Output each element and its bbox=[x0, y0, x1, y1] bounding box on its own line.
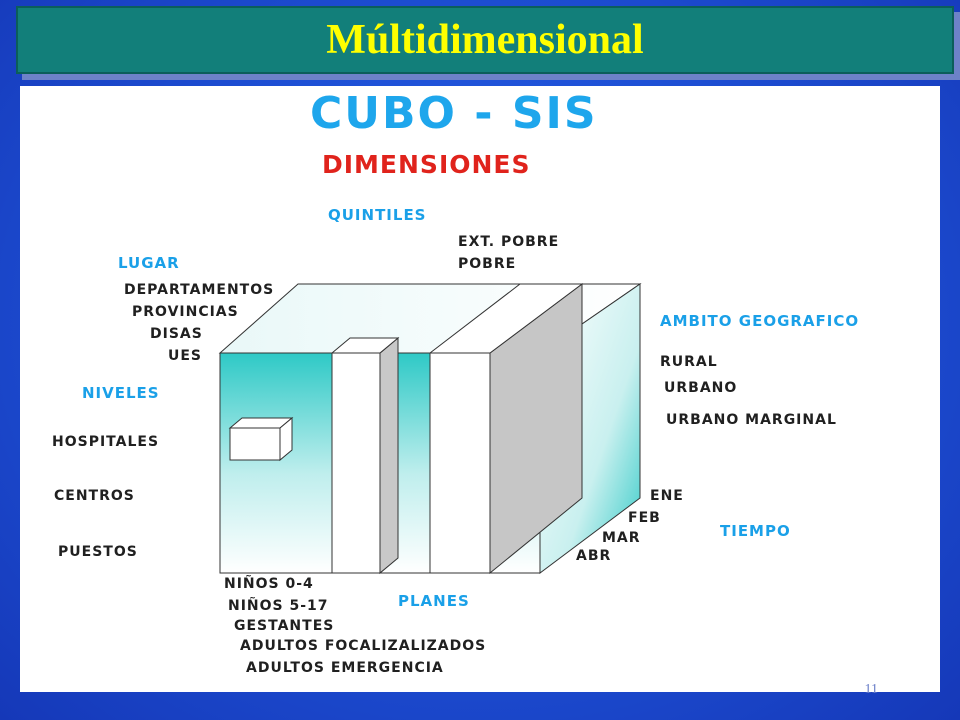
tiempo-item: FEB bbox=[628, 510, 661, 526]
diagram-subheading: DIMENSIONES bbox=[322, 150, 531, 179]
tiempo-label: TIEMPO bbox=[720, 522, 791, 540]
niveles-item: PUESTOS bbox=[58, 544, 138, 560]
slab-1-front bbox=[331, 352, 381, 574]
diagram-heading: CUBO - SIS bbox=[310, 88, 598, 139]
planes-label: PLANES bbox=[398, 592, 470, 610]
ambito-label: AMBITO GEOGRAFICO bbox=[660, 312, 860, 330]
quintiles-item: EXT. POBRE bbox=[458, 234, 560, 250]
niveles-label: NIVELES bbox=[82, 384, 160, 402]
diagram-panel: CUBO - SIS DIMENSIONES QUINTILES EXT. PO… bbox=[20, 86, 940, 692]
lugar-item: PROVINCIAS bbox=[132, 304, 239, 320]
quintiles-item: POBRE bbox=[458, 256, 517, 272]
page-number: 11 bbox=[864, 682, 878, 697]
quintiles-label: QUINTILES bbox=[328, 206, 427, 224]
slab-2-front bbox=[429, 352, 491, 574]
lugar-label: LUGAR bbox=[118, 254, 180, 272]
planes-item: GESTANTES bbox=[234, 618, 335, 634]
lugar-item: UES bbox=[168, 348, 203, 364]
tiempo-item: ABR bbox=[576, 548, 612, 564]
ambito-item: RURAL bbox=[660, 354, 718, 370]
tiempo-item: ENE bbox=[650, 488, 684, 504]
lugar-item: DISAS bbox=[150, 326, 203, 342]
small-cube-front bbox=[229, 427, 281, 461]
planes-item: ADULTOS FOCALIZALIZADOS bbox=[240, 638, 487, 654]
planes-item: NIÑOS 0-4 bbox=[224, 576, 314, 592]
tiempo-item: MAR bbox=[602, 530, 641, 546]
planes-item: NIÑOS 5-17 bbox=[228, 598, 329, 614]
ambito-item: URBANO bbox=[664, 380, 738, 396]
niveles-item: HOSPITALES bbox=[52, 434, 160, 450]
lugar-item: DEPARTAMENTOS bbox=[124, 282, 275, 298]
planes-item: ADULTOS EMERGENCIA bbox=[246, 660, 444, 676]
slide-title-bar: Múltidimensional bbox=[16, 6, 954, 74]
cube-diagram bbox=[218, 283, 642, 575]
niveles-item: CENTROS bbox=[54, 488, 135, 504]
slide-title: Múltidimensional bbox=[326, 17, 644, 63]
slab-1-side bbox=[379, 336, 399, 575]
ambito-item: URBANO MARGINAL bbox=[666, 412, 837, 428]
